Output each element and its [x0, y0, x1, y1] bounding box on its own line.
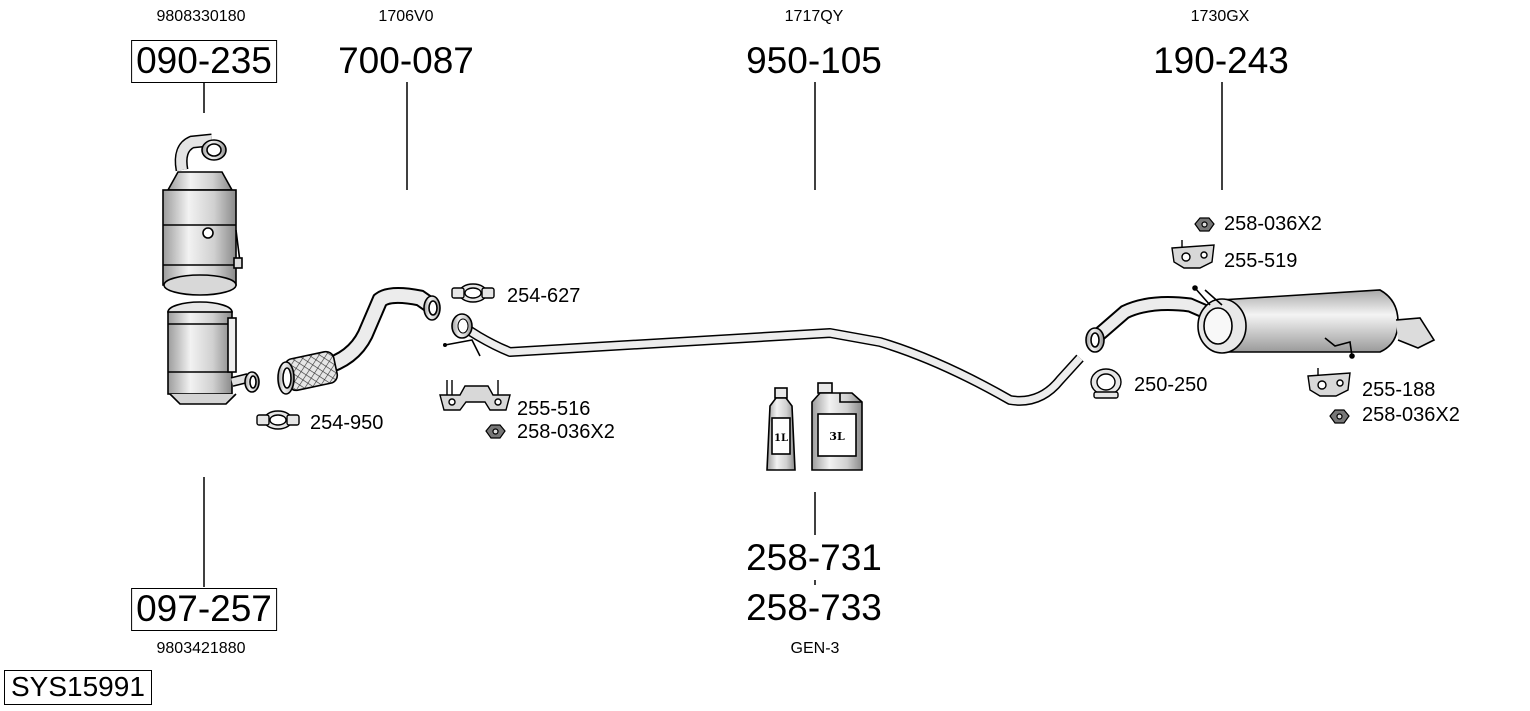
leader-lines	[203, 82, 1223, 587]
nut-258-036-a-icon	[485, 424, 506, 439]
bottle-1l-label: 1L	[774, 433, 788, 444]
part-number-090-235: 090-235	[131, 40, 277, 83]
bracket-255-519-icon	[1171, 240, 1215, 269]
clamp-250-250-icon	[1090, 368, 1122, 399]
middle-pipe-drawing	[443, 313, 1084, 406]
canister-3l-label: 3L	[829, 430, 845, 443]
nut-258-036-b-icon	[1194, 217, 1215, 232]
canister-3l-icon: 3L	[811, 382, 863, 471]
system-id-badge: SYS15991	[4, 670, 152, 705]
part-number-258-733: 258-733	[746, 587, 882, 628]
lower-converter-drawing	[167, 301, 260, 405]
bottle-1l-icon: 1L	[766, 387, 796, 471]
label-258-036x2-c: 258-036X2	[1362, 404, 1460, 426]
oem-number-gen-3: GEN-3	[790, 640, 840, 657]
part-number-950-105: 950-105	[746, 40, 882, 81]
oem-number-1730gx: 1730GX	[1190, 8, 1250, 25]
label-255-519: 255-519	[1224, 250, 1298, 272]
part-number-700-087: 700-087	[338, 40, 474, 81]
oem-number-9803421880: 9803421880	[156, 640, 246, 657]
label-258-036x2-b: 258-036X2	[1224, 213, 1322, 235]
part-number-190-243: 190-243	[1153, 40, 1289, 81]
oem-number-9808330180: 9808330180	[156, 8, 246, 25]
oem-number-1706v0: 1706V0	[378, 8, 434, 25]
clamp-254-627-icon	[451, 283, 495, 303]
front-pipe-drawing	[277, 286, 441, 395]
bracket-255-188-icon	[1307, 368, 1351, 397]
bracket-255-516-icon	[439, 380, 511, 411]
label-250-250: 250-250	[1134, 374, 1208, 396]
label-258-036x2-a: 258-036X2	[517, 421, 615, 443]
oem-number-1717qy: 1717QY	[784, 8, 844, 25]
label-254-627: 254-627	[507, 285, 581, 307]
part-number-097-257: 097-257	[131, 588, 277, 631]
clamp-254-950-icon	[256, 410, 300, 430]
catalytic-converter-drawing	[162, 133, 243, 296]
label-254-950: 254-950	[310, 412, 384, 434]
part-number-258-731: 258-731	[746, 537, 882, 578]
rear-muffler-drawing	[1085, 285, 1436, 359]
nut-258-036-c-icon	[1329, 409, 1350, 424]
label-255-188: 255-188	[1362, 379, 1436, 401]
label-255-516: 255-516	[517, 398, 591, 420]
